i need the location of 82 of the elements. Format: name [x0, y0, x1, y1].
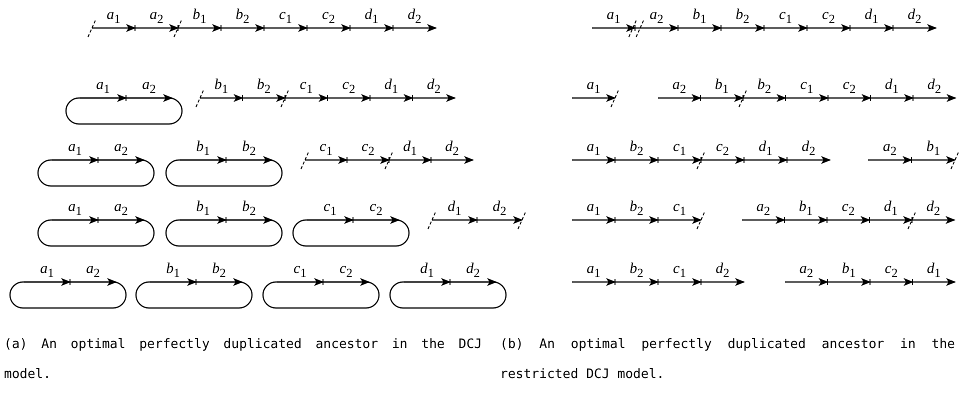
gene-label: b$_{1}$ [692, 8, 706, 27]
gene-label: c$_{2}$ [342, 78, 356, 97]
gene-label: d$_{2}$ [908, 8, 922, 27]
gene-label: c$_{1}$ [300, 78, 313, 97]
gene-label: c$_{2}$ [370, 200, 382, 219]
figure-caption: (a) An optimal perfectly duplicated ancestor in the DCJ model. [4, 336, 482, 384]
gene-label: c$_{1}$ [800, 78, 814, 97]
gene-label: c$_{2}$ [340, 262, 352, 281]
gene-label: a$_{1}$ [68, 140, 82, 159]
gene-label: b$_{1}$ [196, 200, 210, 219]
gene-label: d$_{1}$ [364, 8, 378, 27]
gene-label: c$_{2}$ [716, 140, 729, 159]
gene-label: d$_{1}$ [384, 78, 398, 97]
gene-label: c$_{1}$ [324, 200, 336, 219]
gene-label: b$_{2}$ [242, 200, 256, 219]
gene-label: c$_{2}$ [822, 8, 835, 27]
gene-label: b$_{2}$ [256, 78, 271, 97]
gene-label: a$_{2}$ [799, 262, 814, 281]
gene-label: b$_{1}$ [166, 262, 180, 281]
gene-label: d$_{2}$ [926, 200, 940, 219]
gene-label: d$_{2}$ [466, 262, 480, 281]
gene-label: d$_{2}$ [426, 78, 441, 97]
gene-label: b$_{2}$ [630, 140, 644, 159]
gene-label: b$_{2}$ [630, 262, 644, 281]
gene-label: d$_{1}$ [448, 200, 462, 219]
gene-label: a$_{1}$ [586, 140, 600, 159]
gene-label: d$_{1}$ [864, 8, 878, 27]
gene-label: a$_{1}$ [586, 262, 600, 281]
gene-label: b$_{1}$ [192, 8, 206, 27]
gene-label: a$_{2}$ [650, 8, 664, 27]
gene-label: b$_{2}$ [212, 262, 226, 281]
gene-label: a$_{2}$ [86, 262, 100, 281]
gene-label: b$_{1}$ [798, 200, 813, 219]
figure-caption: (b) An optimal perfectly duplicated ancestor in the restricted DCJ model. [500, 336, 955, 384]
gene-label: c$_{2}$ [322, 8, 335, 27]
gene-label: d$_{1}$ [403, 140, 417, 159]
gene-label: a$_{2}$ [150, 8, 164, 27]
gene-label: c$_{1}$ [673, 140, 686, 159]
gene-label: d$_{2}$ [492, 200, 506, 219]
gene-label: b$_{1}$ [842, 262, 856, 281]
gene-label: c$_{2}$ [842, 200, 855, 219]
gene-label: b$_{2}$ [630, 200, 644, 219]
gene-label: b$_{1}$ [196, 140, 210, 159]
gene-label: a$_{2}$ [114, 200, 128, 219]
gene-label: d$_{2}$ [408, 8, 422, 27]
gene-label: c$_{1}$ [779, 8, 792, 27]
gene-label: a$_{1}$ [586, 78, 600, 97]
gene-label: d$_{1}$ [420, 262, 434, 281]
gene-label: d$_{1}$ [884, 78, 899, 97]
gene-label: c$_{1}$ [673, 262, 686, 281]
gene-label: d$_{2}$ [927, 78, 942, 97]
gene-label: a$_{2}$ [142, 78, 156, 97]
gene-label: a$_{1}$ [606, 8, 620, 27]
gene-label: c$_{2}$ [884, 262, 898, 281]
gene-label: a$_{1}$ [106, 8, 120, 27]
gene-label: d$_{1}$ [926, 262, 941, 281]
gene-label: c$_{1}$ [279, 8, 292, 27]
gene-label: a$_{1}$ [68, 200, 82, 219]
gene-label: d$_{2}$ [445, 140, 459, 159]
gene-label: d$_{2}$ [716, 262, 730, 281]
gene-label: a$_{2}$ [114, 140, 128, 159]
gene-label: a$_{1}$ [40, 262, 54, 281]
gene-label: c$_{1}$ [673, 200, 686, 219]
gene-label: d$_{1}$ [884, 200, 898, 219]
gene-label: a$_{1}$ [96, 78, 110, 97]
gene-label: b$_{2}$ [236, 8, 250, 27]
gene-label: a$_{2}$ [672, 78, 686, 97]
gene-label: a$_{2}$ [756, 200, 770, 219]
gene-label: a$_{2}$ [882, 140, 897, 159]
gene-label: b$_{1}$ [714, 78, 729, 97]
gene-label: a$_{1}$ [586, 200, 600, 219]
gene-label: c$_{1}$ [294, 262, 306, 281]
gene-label: c$_{2}$ [842, 78, 856, 97]
gene-label: d$_{2}$ [802, 140, 816, 159]
gene-label: b$_{2}$ [736, 8, 750, 27]
gene-label: b$_{2}$ [757, 78, 772, 97]
gene-label: c$_{1}$ [320, 140, 332, 159]
gene-label: b$_{1}$ [926, 140, 940, 159]
gene-label: b$_{2}$ [242, 140, 256, 159]
gene-label: d$_{1}$ [758, 140, 772, 159]
gene-label: b$_{1}$ [214, 78, 228, 97]
gene-label: c$_{2}$ [362, 140, 374, 159]
